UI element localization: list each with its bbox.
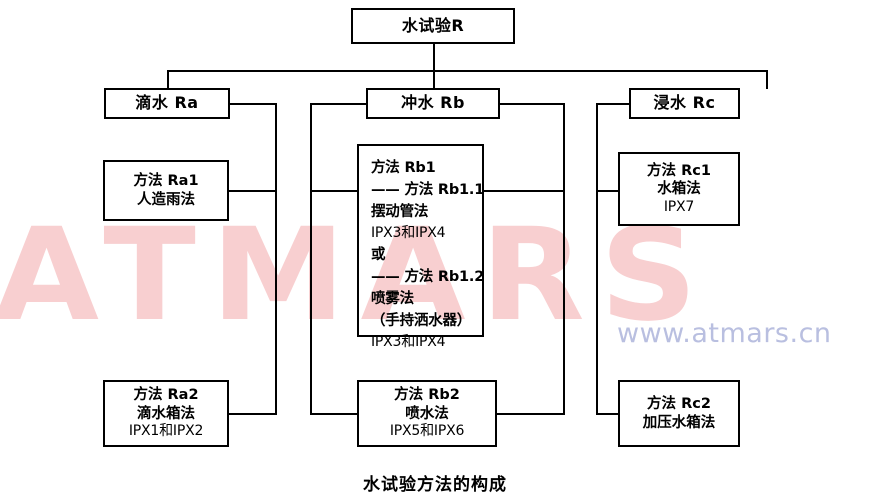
node-method-ra2-subtitle: 滴水箱法 <box>137 405 195 422</box>
node-branch-rc[interactable]: 浸水 Rc <box>629 88 740 119</box>
node-method-rb2-title: 方法 Rb2 <box>394 387 460 403</box>
connector-to-rc <box>766 70 768 89</box>
node-root-label: 水试验R <box>401 15 465 35</box>
connector-ra-out <box>230 103 277 105</box>
node-method-rc1-code: IPX7 <box>663 198 695 215</box>
node-branch-ra[interactable]: 滴水 Ra <box>104 88 230 119</box>
node-method-ra1-title: 方法 Ra1 <box>133 172 199 189</box>
node-branch-rb[interactable]: 冲水 Rb <box>366 88 500 119</box>
connector-rc-bus <box>596 103 598 415</box>
node-method-rb2-code: IPX5和IPX6 <box>389 423 465 440</box>
connector-to-ra <box>167 70 169 89</box>
node-method-ra2[interactable]: 方法 Ra2 滴水箱法 IPX1和IPX2 <box>103 380 229 447</box>
connector-ra-to-ra2 <box>229 413 277 415</box>
node-method-rb2[interactable]: 方法 Rb2 喷水法 IPX5和IPX6 <box>357 380 497 447</box>
node-method-ra1[interactable]: 方法 Ra1 人造雨法 <box>103 160 229 221</box>
node-method-rb2-subtitle: 喷水法 <box>405 405 449 422</box>
node-method-ra1-subtitle: 人造雨法 <box>137 191 195 208</box>
connector-rb-to-rb2 <box>310 413 357 415</box>
connector-rb-bus-right <box>563 103 565 415</box>
node-method-rb1-line-3: 摆动管法 <box>371 204 429 221</box>
connector-rc-out <box>596 103 629 105</box>
connector-top-bus <box>167 70 768 72</box>
node-method-rb1-line-2: —— 方法 Rb1.1 <box>371 182 485 199</box>
node-method-rb1-line-7: 喷雾法 <box>371 291 414 308</box>
connector-ra-to-ra1 <box>229 190 277 192</box>
node-method-rb1-line-1: 方法 Rb1 <box>371 160 436 176</box>
node-method-rb1-line-5: 或 <box>371 247 386 264</box>
node-branch-rc-label: 浸水 Rc <box>653 93 716 113</box>
node-method-rb1-line-4: IPX3和IPX4 <box>371 225 446 242</box>
node-method-rb1-line-8: （手持洒水器） <box>371 313 472 330</box>
connector-rb-out-right <box>500 103 565 105</box>
node-method-rc1-subtitle: 水箱法 <box>657 181 701 198</box>
node-method-ra2-title: 方法 Ra2 <box>133 387 199 403</box>
figure-caption: 水试验方法的构成 <box>363 475 507 495</box>
connector-rb1-right <box>484 190 565 192</box>
node-method-rc2-subtitle: 加压水箱法 <box>642 414 716 431</box>
node-method-rc1-title: 方法 Rc1 <box>647 162 711 179</box>
node-method-rb1-line-9: IPX3和IPX4 <box>371 334 446 351</box>
connector-root-down <box>433 44 435 72</box>
node-method-ra2-code: IPX1和IPX2 <box>128 423 204 440</box>
node-method-rc2-title: 方法 Rc2 <box>647 395 711 412</box>
connector-to-rb <box>433 70 435 89</box>
node-method-rb1[interactable]: 方法 Rb1 —— 方法 Rb1.1 摆动管法 IPX3和IPX4 或 —— 方… <box>357 144 485 350</box>
connector-rb2-right <box>497 413 565 415</box>
node-method-rc1[interactable]: 方法 Rc1 水箱法 IPX7 <box>618 152 740 226</box>
connector-rc-to-rc2 <box>596 413 618 415</box>
node-method-rb1-line-6: —— 方法 Rb1.2 <box>371 269 485 286</box>
connector-rb-out-left <box>310 103 366 105</box>
connector-rb-to-rb1 <box>310 190 357 192</box>
node-branch-rb-label: 冲水 Rb <box>401 93 465 113</box>
node-method-rc2[interactable]: 方法 Rc2 加压水箱法 <box>618 380 740 447</box>
connector-rc-to-rc1 <box>596 190 618 192</box>
connector-rb-bus-left <box>310 103 312 415</box>
node-branch-ra-label: 滴水 Ra <box>135 93 199 113</box>
connector-ra-bus <box>275 103 277 415</box>
node-root-water-test[interactable]: 水试验R <box>351 8 515 44</box>
